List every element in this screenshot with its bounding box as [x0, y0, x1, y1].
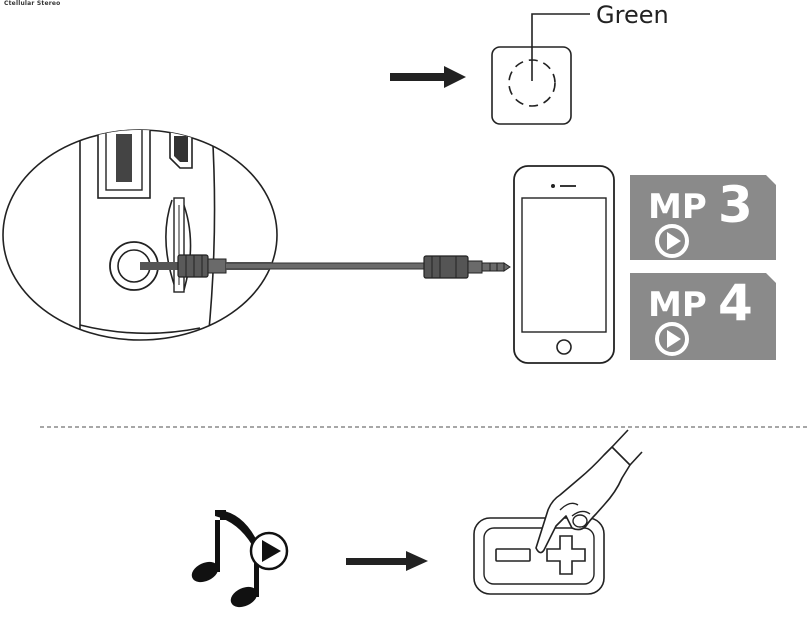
arrow-icon-top	[390, 66, 466, 88]
aux-cable	[226, 263, 426, 269]
mp3-badge-prefix: MP	[648, 187, 707, 227]
mp4-badge: MP 4	[630, 273, 776, 360]
arrow-icon-bottom	[346, 551, 428, 571]
mp3-badge: MP 3	[630, 175, 776, 260]
mp4-badge-prefix: MP	[648, 285, 707, 325]
volume-buttons-icon	[474, 518, 604, 594]
device-closeup	[3, 100, 286, 340]
aux-plug-right	[424, 256, 510, 278]
smartphone-icon	[514, 166, 614, 363]
minus-icon	[496, 549, 530, 561]
music-note-play-icon	[189, 510, 287, 611]
mp3-badge-number: 3	[718, 176, 753, 234]
mp4-badge-number: 4	[718, 274, 753, 332]
micro-port-icon	[170, 130, 192, 168]
